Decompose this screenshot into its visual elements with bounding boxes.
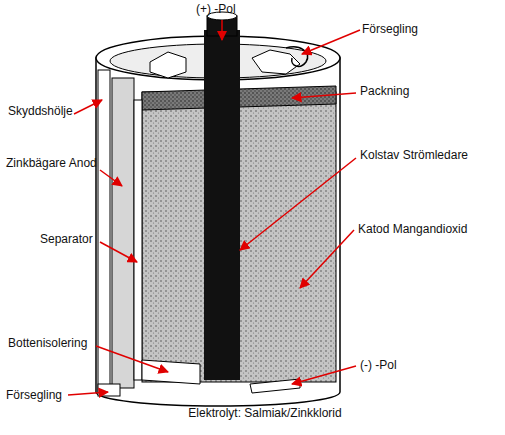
- part-label: Försegling: [6, 388, 62, 402]
- leader-line: [221, 20, 223, 40]
- negative-pole: [250, 379, 300, 393]
- zinc-cup: [112, 78, 134, 388]
- protective-sleeve: [98, 70, 110, 392]
- part-label: Packning: [360, 84, 409, 98]
- leader-line: [100, 242, 137, 262]
- seal-shape: [150, 52, 186, 78]
- part-label: (+) -Pol: [196, 2, 236, 16]
- leader-line: [96, 346, 168, 372]
- separator-layer: [134, 100, 142, 380]
- part-label: Skyddshölje: [8, 104, 73, 118]
- leader-line: [292, 366, 356, 384]
- leader-lines: [68, 20, 360, 395]
- part-label: Katod Mangandioxid: [358, 222, 467, 236]
- part-label: Försegling: [362, 22, 418, 36]
- bottom-insulation: [142, 360, 200, 384]
- leader-line: [302, 30, 360, 54]
- leader-line: [74, 100, 102, 114]
- part-label: (-) -Pol: [360, 358, 397, 372]
- part-label: Kolstav Strömledare: [360, 148, 468, 162]
- carbon-rod: [204, 30, 240, 380]
- seal-curl: [286, 47, 308, 66]
- part-label: Bottenisolering: [8, 336, 87, 350]
- leader-line: [300, 230, 354, 288]
- leader-line: [68, 392, 108, 395]
- leader-line: [240, 158, 356, 250]
- figure-caption: Elektrolyt: Salmiak/Zinkklorid: [140, 406, 390, 420]
- part-label: Zinkbägare Anod: [6, 156, 97, 170]
- bottom-seal: [98, 384, 120, 396]
- seal-shape: [252, 50, 300, 74]
- leader-line: [100, 170, 122, 186]
- leader-line: [292, 93, 356, 98]
- part-label: Separator: [40, 232, 93, 246]
